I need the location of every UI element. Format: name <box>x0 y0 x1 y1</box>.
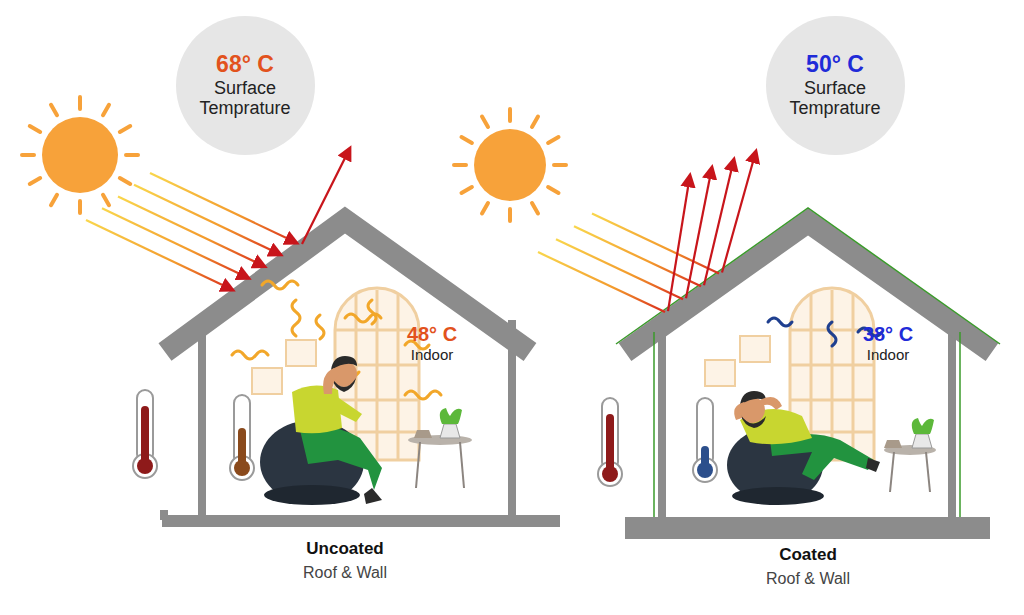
indoor-temperature: 38° C <box>863 323 913 345</box>
coated-house <box>538 151 1000 539</box>
house-subcaption: Roof & Wall <box>303 564 387 582</box>
house-caption: Coated <box>779 546 837 565</box>
house-subcaption: Roof & Wall <box>766 570 850 588</box>
sun <box>454 109 566 221</box>
thermometer <box>693 398 717 482</box>
indoor-temperature: 48° C <box>407 323 457 345</box>
uncoated-house <box>86 148 560 527</box>
thermometer <box>133 390 157 478</box>
temperature-value: 50° C <box>806 51 864 77</box>
hot-person <box>260 356 382 505</box>
temperature-caption: Surface Temprature <box>783 78 887 119</box>
temperature-value: 68° C <box>216 51 274 77</box>
temperature-circle: 50° CSurface Temprature <box>766 16 905 155</box>
temperature-caption: Surface Temprature <box>193 78 297 119</box>
thermometer <box>230 395 254 480</box>
temperature-circle: 68° CSurface Temprature <box>176 16 315 155</box>
relaxed-person <box>727 391 880 505</box>
house-caption: Uncoated <box>306 540 383 559</box>
indoor-caption: Indoor <box>867 347 910 364</box>
indoor-caption: Indoor <box>411 347 454 364</box>
thermometer <box>598 398 622 486</box>
sun <box>22 97 138 213</box>
